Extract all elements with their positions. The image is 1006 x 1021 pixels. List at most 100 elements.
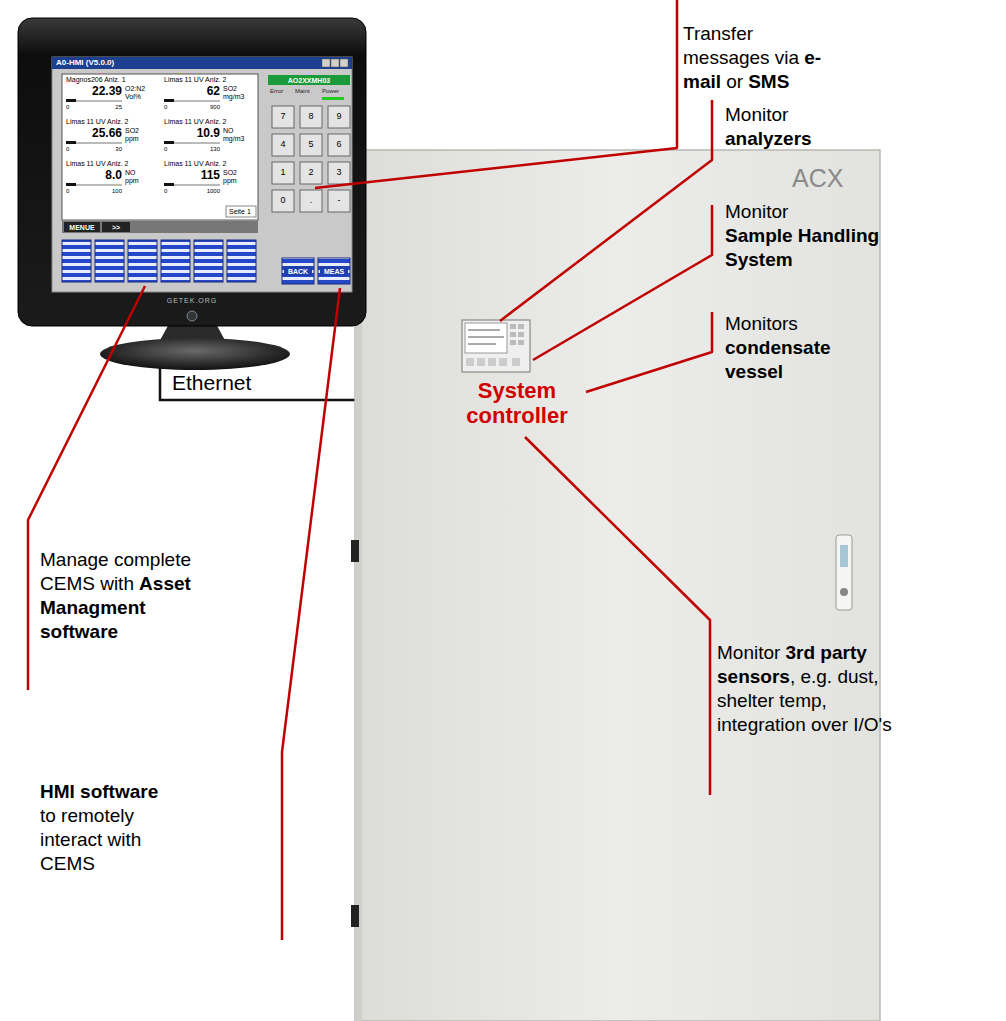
screen-text: 9 [328,112,350,121]
screen-text: 0 [66,146,69,152]
screen-text: mg/m3 [223,93,244,100]
screen-text: mg/m3 [223,135,244,142]
key [300,162,322,184]
scale-fill [164,99,174,102]
screen-text: Limas 11 UV Anlz. 2 [66,118,129,125]
screen-text: Power [322,88,339,94]
callout-label: Monitors [725,312,855,336]
screen-text: 900 [180,104,220,110]
screen-text: 0 [164,104,167,110]
callout-text: Transfer messages viae-mailorSMS [683,22,825,94]
cabinet-name: ACX [792,166,843,191]
screen-text: SO2 [223,85,237,92]
screen-text: 1 [272,168,294,177]
callout-label: Sample Handling System [725,224,905,272]
screen-text: 25.66 [66,127,122,139]
screen-text: Limas 11 UV Anlz. 2 [164,76,227,83]
screen-text: 0 [164,188,167,194]
screen-text: SO2 [223,169,237,176]
screen-text: . [300,196,322,205]
key [328,162,350,184]
screen-text: ppm [223,177,237,184]
key [272,134,294,156]
screen-text: 100 [82,188,122,194]
screen-text: Magnos206 Anlz. 1 [66,76,126,83]
edge-label: Ethernet [170,371,253,395]
callout-label: or [726,71,743,92]
callout-label: Transfer messages via [683,23,799,68]
callout-label: to remotely interact with CEMS [40,804,175,876]
monitor [18,18,366,370]
callout-text: HMI softwareto remotely interact with CE… [40,780,175,876]
screen-text: Seite 1 [229,208,251,215]
leader-line [525,437,710,795]
screen-text: BACK [284,268,312,275]
screen-text: Limas 11 UV Anlz. 2 [164,160,227,167]
callout-text: Monitoranalyzers [725,103,905,151]
screen-text: >> [102,224,130,231]
callout-label: condensate vessel [725,336,855,384]
screen-text: 4 [272,140,294,149]
screen-text: SO2 [125,127,139,134]
screen-text: AO2XXMH03 [268,77,350,84]
screen-text: 5 [300,140,322,149]
leader-line [586,312,712,392]
key [328,106,350,128]
callout-text: Manage complete CEMS withAsset Managment… [40,548,205,644]
callout-label: analyzers [725,127,905,151]
screen-text: Limas 11 UV Anlz. 2 [66,160,129,167]
scale-fill [164,183,174,186]
callout-text: Monitor3rd party sensors, e.g. dust, she… [717,641,907,737]
callout-text: Monitorscondensate vessel [725,312,855,384]
key [328,190,350,212]
screen-text: 62 [164,85,220,97]
screen-text: 0 [66,104,69,110]
controller-label: System controller [452,378,582,428]
key [300,190,322,212]
screen-text: NO [125,169,136,176]
cabinet-node: ACX System controller [355,150,880,1021]
callout-label: Monitor [725,200,905,224]
key [272,106,294,128]
screen-text: 1000 [180,188,220,194]
callout-text: MonitorSample Handling System [725,200,905,272]
screen-text: O2:N2 [125,85,145,92]
scale-fill [66,99,76,102]
screen-text: 3 [328,168,350,177]
screen-text: 115 [164,169,220,181]
screen-text: 22.39 [66,85,122,97]
screen-text: ppm [125,135,139,142]
screen-text: 6 [328,140,350,149]
screen-text: 10.9 [164,127,220,139]
screen-text: 130 [180,146,220,152]
screen-details [66,99,350,212]
callout-label: Monitor [717,642,780,663]
screen-text: 0 [272,196,294,205]
screen-text: Vol% [125,93,141,100]
screen-text: MENUE [64,224,100,231]
key [300,106,322,128]
screen-text: MEAS [320,268,348,275]
screen-text: 0 [164,146,167,152]
leader-line [533,205,712,360]
screen-text: Error [270,88,283,94]
screen-text: NO [223,127,234,134]
screen-text: Maint [295,88,310,94]
screen-text: - [328,196,350,205]
leader-line [282,288,340,940]
scale-fill [164,141,174,144]
screen-text: A0-HMI (V5.0.0) [56,59,114,67]
key [272,162,294,184]
key [300,134,322,156]
key [328,134,350,156]
key [272,190,294,212]
screen-text: 30 [82,146,122,152]
screen-text: 0 [66,188,69,194]
screen-text: 25 [82,104,122,110]
screen-text: ppm [125,177,139,184]
cabinet [351,150,880,1021]
callout-label: Monitor [725,103,905,127]
screen-text: 8 [300,112,322,121]
